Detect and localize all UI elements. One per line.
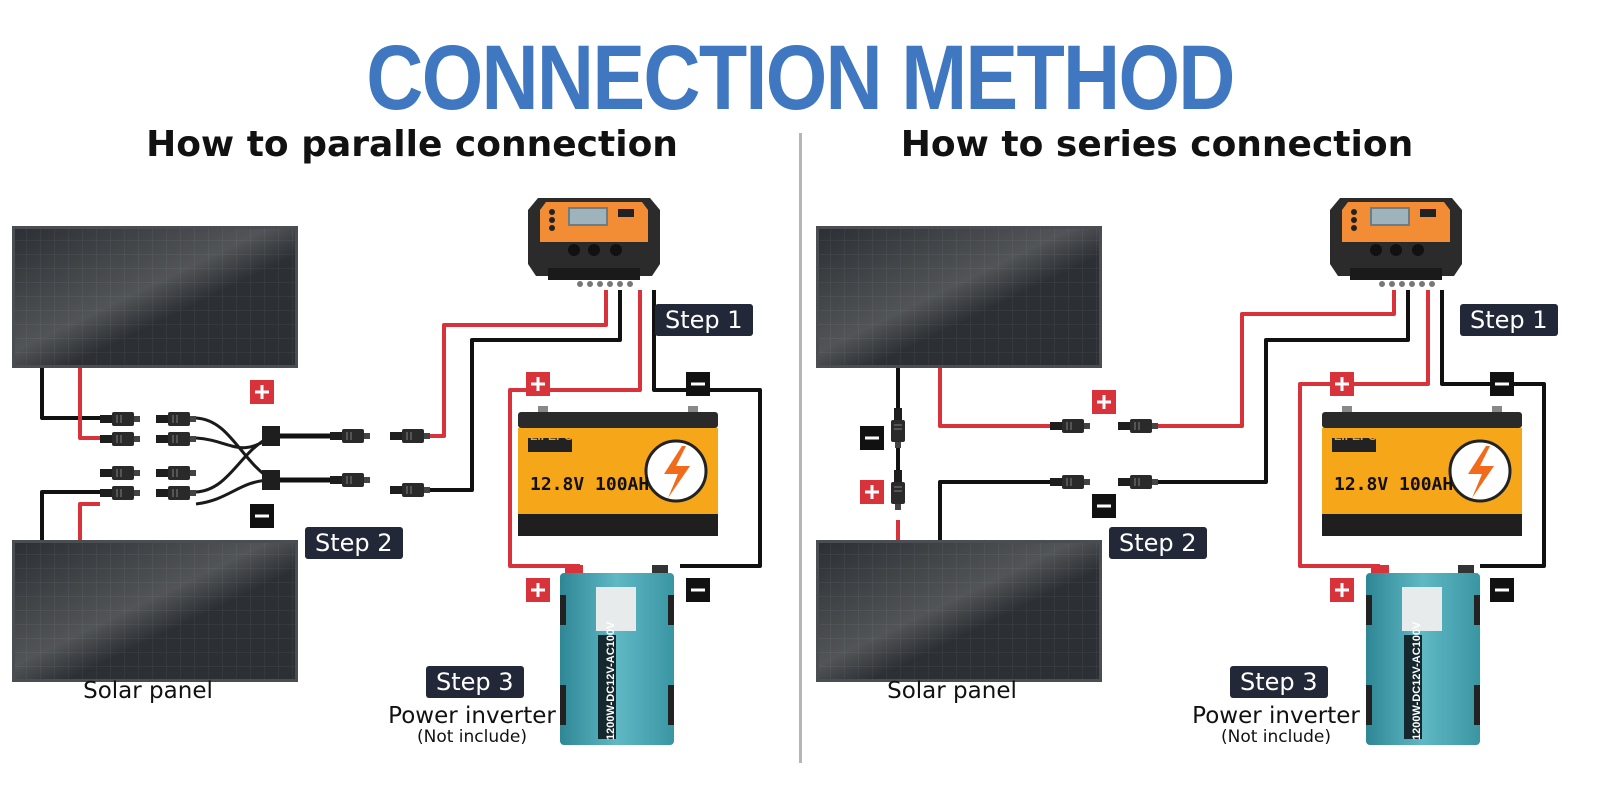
step-2-badge: Step 2: [1109, 527, 1207, 559]
parallel-diagram: LIFEPO4 12.8V 100AH 1200W-DC12V-AC100V: [12, 198, 762, 745]
mc4-connector-icon: [390, 483, 430, 497]
mc4-connector-icon: [891, 470, 905, 510]
inverter-icon: [560, 565, 674, 745]
battery-spec-text: 12.8V 100AH: [1334, 474, 1453, 495]
minus-terminal-icon: [1092, 494, 1116, 518]
mc4-connector-icon: [156, 412, 196, 426]
page-title: CONNECTION METHOD: [366, 27, 1235, 129]
plus-terminal-icon: [1092, 390, 1116, 414]
series-diagram: LIFEPO4 12.8V 100AH 1200W-DC12V-AC100V: [816, 198, 1546, 745]
solar-panel-icon: [816, 226, 1102, 368]
step-3-badge: Step 3: [426, 666, 524, 698]
y-branch-connector-icon: [262, 470, 280, 490]
minus-terminal-icon: [1490, 578, 1514, 602]
charge-controller-icon: [1330, 198, 1462, 287]
solar-panel-icon: [12, 540, 298, 682]
minus-terminal-icon: [686, 372, 710, 396]
mc4-connector-icon: [390, 429, 430, 443]
battery-icon: [518, 405, 718, 537]
plus-terminal-icon: [860, 480, 884, 504]
plus-terminal-icon: [526, 578, 550, 602]
step-2-badge: Step 2: [305, 527, 403, 559]
solar-panel-icon: [12, 226, 298, 368]
plus-terminal-icon: [250, 380, 274, 404]
mc4-connector-icon: [156, 466, 196, 480]
mc4-connector-icon: [330, 473, 370, 487]
step-1-badge: Step 1: [655, 304, 753, 336]
minus-terminal-icon: [250, 504, 274, 528]
section-divider: [799, 133, 802, 763]
solar-panel-icon: [816, 540, 1102, 682]
series-heading: How to series connection: [900, 124, 1414, 165]
mc4-connector-icon: [1118, 475, 1158, 489]
step-3-badge: Step 3: [1230, 666, 1328, 698]
step-1-badge: Step 1: [1460, 304, 1558, 336]
mc4-connector-icon: [330, 429, 370, 443]
mc4-connector-icon: [1118, 419, 1158, 433]
battery-brand-text: LIFEPO4: [1334, 429, 1384, 443]
inverter-label: Power inverter: [1192, 703, 1360, 729]
parallel-heading: How to paralle connection: [146, 124, 678, 165]
battery-brand-text: LIFEPO4: [530, 429, 580, 443]
mc4-connector-icon: [100, 466, 140, 480]
plus-terminal-icon: [526, 372, 550, 396]
y-branch-connector-icon: [262, 426, 280, 446]
mc4-connector-icon: [1050, 419, 1090, 433]
inverter-rating-text: 1200W-DC12V-AC100V: [605, 621, 617, 740]
battery-spec-text: 12.8V 100AH: [530, 474, 649, 495]
mc4-connector-icon: [100, 432, 140, 446]
mc4-connector-icon: [100, 486, 140, 500]
mc4-connector-icon: [156, 486, 196, 500]
mc4-connector-icon: [891, 408, 905, 448]
battery-icon: [1322, 405, 1522, 537]
minus-terminal-icon: [1490, 372, 1514, 396]
solar-panel-label: Solar panel: [887, 678, 1017, 704]
mc4-connector-icon: [100, 412, 140, 426]
inverter-note: (Not include): [416, 727, 528, 747]
plus-terminal-icon: [1330, 372, 1354, 396]
solar-panel-label: Solar panel: [83, 678, 213, 704]
minus-terminal-icon: [860, 426, 884, 450]
plus-terminal-icon: [1330, 578, 1354, 602]
minus-terminal-icon: [686, 578, 710, 602]
inverter-icon: [1366, 565, 1480, 745]
inverter-label: Power inverter: [388, 703, 556, 729]
mc4-connector-icon: [1050, 475, 1090, 489]
inverter-rating-text: 1200W-DC12V-AC100V: [1411, 621, 1423, 740]
inverter-note: (Not include): [1220, 727, 1332, 747]
charge-controller-icon: [528, 198, 660, 287]
mc4-connector-icon: [156, 432, 196, 446]
